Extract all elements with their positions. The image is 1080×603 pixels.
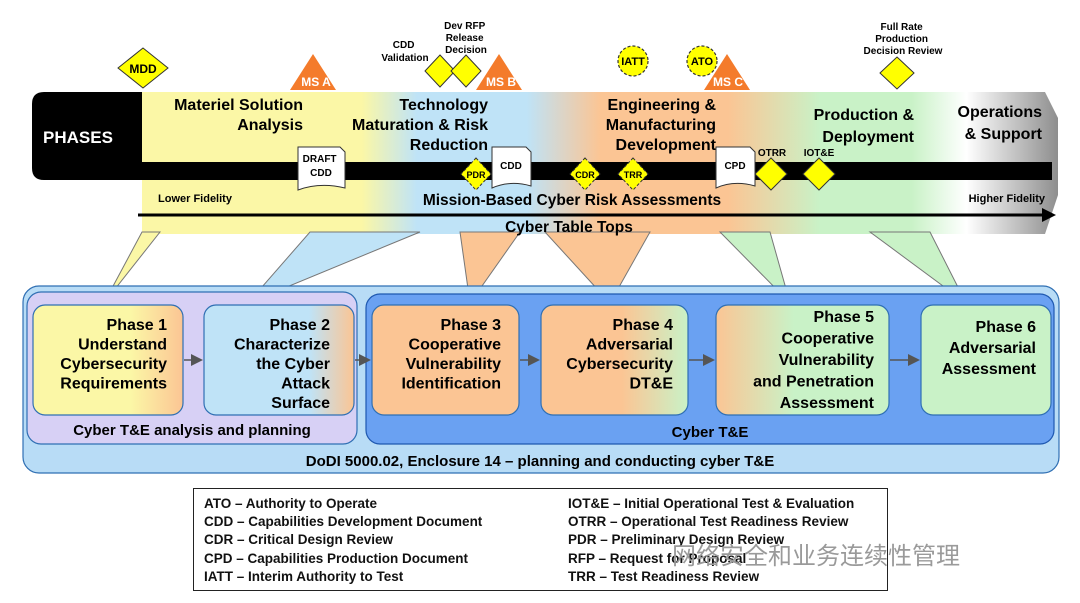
phases-label: PHASES bbox=[43, 128, 113, 147]
full-rate-label: Full Rate Production Decision Review bbox=[864, 22, 943, 57]
ato-circle bbox=[686, 45, 718, 77]
table-tops-label: Cyber Table Tops bbox=[505, 219, 633, 236]
wedge-phase1 bbox=[103, 231, 162, 304]
lifecycle-title-pd: Production &Deployment bbox=[814, 107, 915, 146]
iatt-circle bbox=[617, 45, 649, 77]
iote-diamond bbox=[802, 157, 836, 191]
ms-a-label: MS A bbox=[301, 75, 331, 89]
iatt-label: IATT bbox=[621, 56, 645, 68]
cpd-document: CPD bbox=[715, 146, 756, 189]
legend-right-column: IOT&E – Initial Operational Test & Evalu… bbox=[568, 495, 854, 586]
legend-entry: ATO – Authority to Operate bbox=[204, 496, 378, 511]
dev-rfp-label: Dev RFP Release Decision bbox=[444, 21, 488, 56]
ms-c-label: MS C bbox=[713, 75, 743, 89]
mdd-diamond bbox=[117, 47, 169, 89]
legend-entry: IOT&E – Initial Operational Test & Evalu… bbox=[568, 496, 855, 511]
watermark: 网络安全和业务连续性管理 bbox=[672, 542, 960, 570]
full-rate-diamond bbox=[879, 56, 915, 90]
cdr-diamond bbox=[569, 157, 601, 191]
legend-entry: CPD – Capabilities Production Document bbox=[204, 550, 469, 566]
assessments-label: Mission-Based Cyber Risk Assessments bbox=[423, 192, 721, 209]
wedge-phase3 bbox=[459, 231, 521, 305]
ms-b-label: MS B bbox=[486, 75, 516, 89]
ms-c-triangle bbox=[704, 54, 750, 90]
wedge-phase5 bbox=[718, 231, 791, 304]
phases-bar bbox=[32, 92, 1052, 180]
phase3-box bbox=[371, 304, 520, 416]
higher-fidelity-label: Higher Fidelity bbox=[969, 193, 1046, 205]
legend-entry: CDR – Critical Design Review bbox=[204, 532, 394, 548]
wedge-phase4 bbox=[543, 231, 651, 304]
fidelity-arrowhead bbox=[1042, 208, 1056, 222]
cdd-validation-diamond bbox=[424, 54, 456, 88]
trr-label: TRR bbox=[624, 170, 643, 180]
otrr-diamond bbox=[754, 157, 788, 191]
iote-label: IOT&E bbox=[804, 148, 835, 159]
dodi-label: DoDI 5000.02, Enclosure 14 – planning an… bbox=[306, 453, 774, 470]
legend-entry: RFP – Request for Proposal bbox=[568, 550, 747, 566]
lower-fidelity-label: Lower Fidelity bbox=[158, 193, 233, 205]
planning-group-label: Cyber T&E analysis and planning bbox=[73, 422, 311, 439]
lifecycle-title-os: Operations& Support bbox=[958, 104, 1043, 143]
draft-cdd-document: DRAFT CDD bbox=[297, 146, 346, 191]
wedge-phase2 bbox=[247, 231, 421, 304]
legend-entry: CDD – Capabilities Development Document bbox=[204, 514, 483, 530]
phase6-box bbox=[920, 304, 1052, 416]
phase1-box bbox=[32, 304, 184, 416]
legend-entry: TRR – Test Readiness Review bbox=[568, 568, 760, 584]
legend-entry: IATT – Interim Authority to Test bbox=[204, 568, 404, 584]
svg-text:DRAFT CDD: DRAFT CDD bbox=[303, 154, 340, 179]
phase5-box bbox=[715, 304, 890, 416]
legend-entry: PDR – Preliminary Design Review bbox=[568, 532, 785, 548]
legend-entry: OTRR – Operational Test Readiness Review bbox=[568, 514, 849, 530]
wedge-phase6 bbox=[868, 231, 967, 304]
pdr-label: PDR bbox=[466, 170, 486, 180]
ms-b-triangle bbox=[476, 54, 522, 90]
cyber-te-group-label: Cyber T&E bbox=[672, 424, 749, 441]
pdr-diamond bbox=[460, 157, 492, 191]
cdr-label: CDR bbox=[575, 170, 595, 180]
trr-diamond bbox=[617, 157, 649, 191]
svg-text:CPD: CPD bbox=[724, 161, 745, 172]
cdd-document: CDD bbox=[491, 146, 532, 189]
phase4-box bbox=[540, 304, 689, 416]
mdd-label: MDD bbox=[129, 62, 157, 76]
ato-label: ATO bbox=[691, 56, 714, 68]
svg-text:CDD: CDD bbox=[500, 161, 522, 172]
cdd-validation-label: CDD Validation bbox=[381, 40, 428, 64]
phase2-box bbox=[203, 304, 355, 416]
otrr-label: OTRR bbox=[758, 148, 787, 159]
dev-rfp-diamond bbox=[450, 54, 482, 88]
ms-a-triangle bbox=[290, 54, 336, 90]
